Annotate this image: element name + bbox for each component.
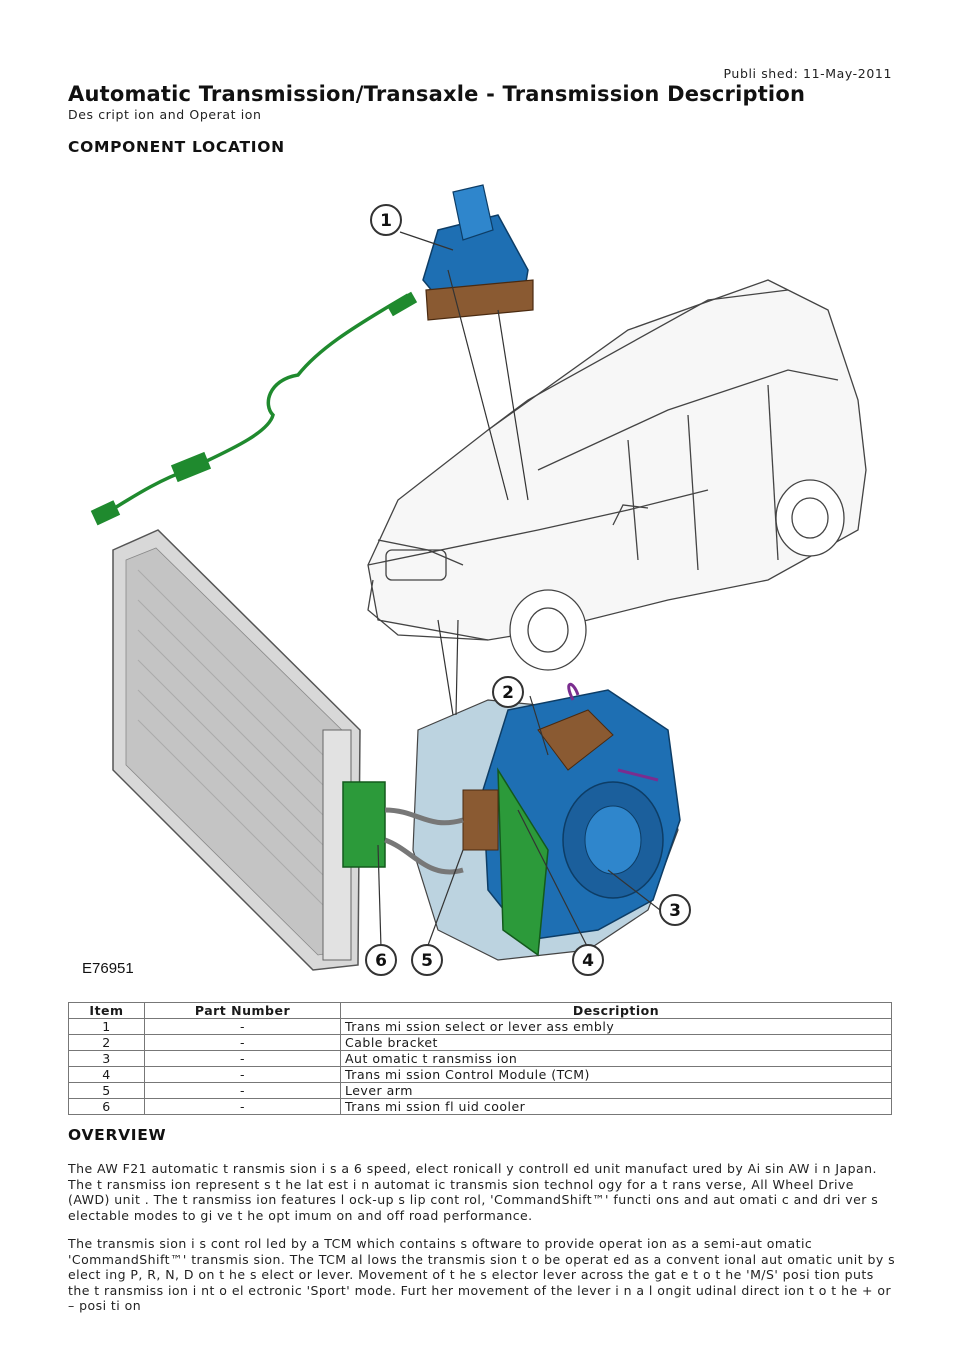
cell-item: 2 (68, 1034, 145, 1051)
radiator (112, 529, 361, 971)
cell-part-number: - (144, 1098, 341, 1115)
cell-part-number: - (144, 1066, 341, 1083)
svg-text:1: 1 (380, 211, 392, 231)
parts-table: Item Part Number Description 1 - Trans m… (68, 1002, 892, 1115)
callout-2: 2 (492, 676, 524, 708)
section-heading-component-location: COMPONENT LOCATION (68, 138, 285, 156)
table-row: 3 - Aut omatic t ransmiss ion (68, 1050, 892, 1067)
callout-4: 4 (572, 944, 604, 976)
selector-lever-assembly (422, 184, 534, 321)
cell-description: Cable bracket (340, 1034, 892, 1051)
header-item: Item (68, 1002, 145, 1019)
component-location-figure: 1 2 3 4 5 6 E76951 (68, 170, 892, 990)
table-row: 1 - Trans mi ssion select or lever ass e… (68, 1018, 892, 1035)
cell-item: 6 (68, 1098, 145, 1115)
callout-5: 5 (411, 944, 443, 976)
cell-part-number: - (144, 1082, 341, 1099)
callout-6: 6 (365, 944, 397, 976)
section-heading-overview: OVERVIEW (68, 1126, 167, 1144)
cell-description: Trans mi ssion Control Module (TCM) (340, 1066, 892, 1083)
callout-1: 1 (370, 204, 402, 236)
vehicle-outline (367, 279, 867, 671)
table-row: 2 - Cable bracket (68, 1034, 892, 1051)
cell-description: Lever arm (340, 1082, 892, 1099)
header-description: Description (340, 1002, 892, 1019)
table-row: 5 - Lever arm (68, 1082, 892, 1099)
selector-cable (90, 291, 418, 526)
table-row: 4 - Trans mi ssion Control Module (TCM) (68, 1066, 892, 1083)
svg-text:6: 6 (375, 951, 387, 971)
cell-item: 5 (68, 1082, 145, 1099)
cell-description: Trans mi ssion fl uid cooler (340, 1098, 892, 1115)
page-title: Automatic Transmission/Transaxle - Trans… (68, 82, 806, 106)
svg-text:4: 4 (582, 951, 594, 971)
transmission-body (412, 682, 681, 961)
cell-description: Trans mi ssion select or lever ass embly (340, 1018, 892, 1035)
cell-part-number: - (144, 1034, 341, 1051)
callout-3: 3 (659, 894, 691, 926)
svg-text:2: 2 (502, 683, 514, 703)
cell-item: 1 (68, 1018, 145, 1035)
svg-text:5: 5 (421, 951, 433, 971)
overview-paragraph-1: The AW F21 automatic t ransmis sion i s … (68, 1161, 879, 1223)
cell-part-number: - (144, 1050, 341, 1067)
page-subtitle: Des cript ion and Operat ion (68, 107, 262, 122)
table-header-row: Item Part Number Description (68, 1002, 892, 1019)
cell-item: 3 (68, 1050, 145, 1067)
cell-part-number: - (144, 1018, 341, 1035)
table-row: 6 - Trans mi ssion fl uid cooler (68, 1098, 892, 1115)
published-date: Publi shed: 11-May-2011 (723, 66, 892, 81)
overview-paragraph-2: The transmis sion i s cont rol led by a … (68, 1236, 896, 1313)
leader-lines (377, 231, 661, 949)
cell-item: 4 (68, 1066, 145, 1083)
component-illustration: 1 2 3 4 5 6 (90, 184, 867, 976)
svg-text:3: 3 (669, 901, 681, 921)
figure-code: E76951 (82, 960, 134, 977)
header-part-number: Part Number (144, 1002, 341, 1019)
cell-description: Aut omatic t ransmiss ion (340, 1050, 892, 1067)
